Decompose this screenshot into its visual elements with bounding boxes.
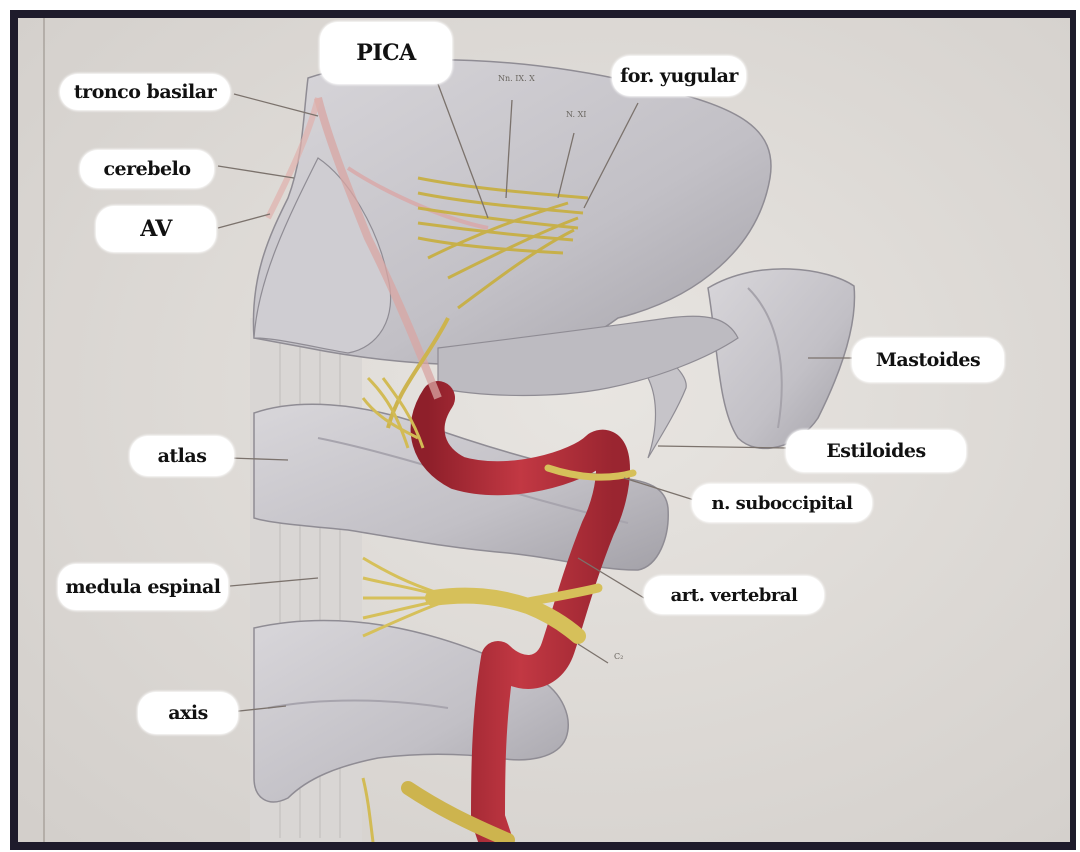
label-estiloides: Estiloides bbox=[786, 430, 966, 472]
label-n-suboccipital: n. suboccipital bbox=[692, 484, 872, 522]
label-cerebelo: cerebelo bbox=[80, 150, 214, 188]
plate-mark-nn-ix-x: Nn. IX. X bbox=[498, 74, 535, 83]
label-tronco-basilar: tronco basilar bbox=[60, 74, 230, 110]
label-medula-espinal: medula espinal bbox=[58, 564, 228, 610]
plate-mark-c2: C₂ bbox=[614, 652, 623, 661]
label-av: AV bbox=[96, 206, 216, 252]
label-axis: axis bbox=[138, 692, 238, 734]
label-art-vertebral: art. vertebral bbox=[644, 576, 824, 614]
label-mastoides: Mastoides bbox=[852, 338, 1004, 382]
label-pica: PICA bbox=[320, 22, 452, 84]
plate-mark-n-xi: N. XI bbox=[566, 110, 586, 119]
label-atlas: atlas bbox=[130, 436, 234, 476]
label-for-yugular: for. yugular bbox=[612, 56, 746, 96]
